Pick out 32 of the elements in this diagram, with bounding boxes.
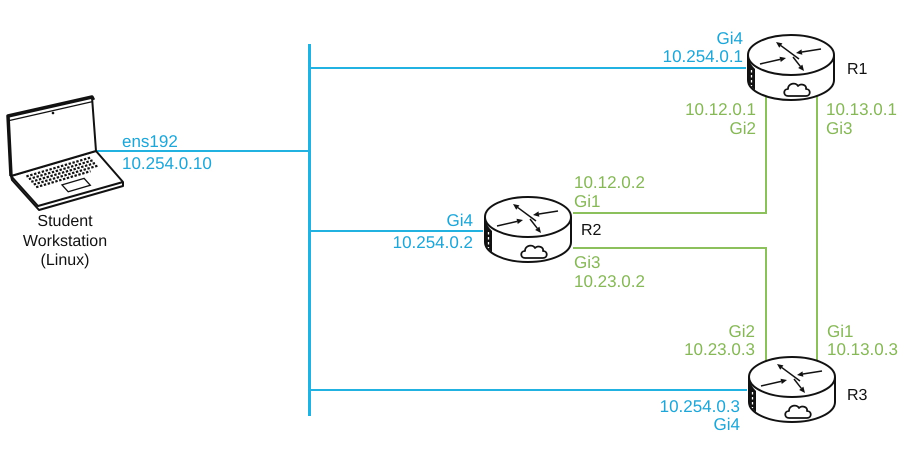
network-link-line — [310, 389, 747, 391]
ip-address-label: 10.13.0.1 — [826, 100, 897, 118]
network-link-line — [96, 150, 308, 152]
interface-name-label: Gi4 — [714, 416, 740, 432]
interface-name-label: Gi3 — [826, 120, 852, 136]
network-link-line — [573, 247, 767, 361]
ip-address-label: 10.23.0.3 — [684, 340, 755, 358]
router-name-label: R2 — [581, 222, 602, 240]
network-link-line — [310, 230, 483, 232]
ip-address-label: 10.254.0.3 — [660, 398, 740, 414]
network-link-line — [310, 67, 746, 69]
device-label: Student Workstation (Linux) — [22, 212, 108, 270]
interface-name-label: ens192 — [122, 132, 178, 150]
interface-name-label: Gi4 — [716, 30, 743, 46]
ip-address-label: 10.13.0.3 — [827, 340, 898, 358]
interface-name-label: Gi2 — [728, 322, 755, 340]
router-name-label: R3 — [847, 387, 868, 405]
ip-address-label: 10.12.0.2 — [574, 174, 645, 190]
network-bus-line — [308, 44, 310, 416]
ip-address-label: 10.254.0.10 — [122, 154, 212, 172]
router-name-label: R1 — [847, 61, 868, 79]
network-link-line — [816, 96, 818, 361]
ip-address-label: 10.254.0.2 — [392, 234, 473, 250]
ip-address-label: 10.254.0.1 — [662, 48, 743, 64]
interface-name-label: Gi2 — [730, 120, 756, 136]
interface-name-label: Gi1 — [574, 192, 600, 210]
interface-name-label: Gi4 — [446, 212, 473, 228]
interface-name-label: Gi3 — [574, 254, 600, 270]
ip-address-label: 10.12.0.1 — [685, 100, 756, 118]
interface-name-label: Gi1 — [827, 322, 854, 340]
ip-address-label: 10.23.0.2 — [574, 272, 645, 290]
network-link-line — [573, 96, 767, 214]
